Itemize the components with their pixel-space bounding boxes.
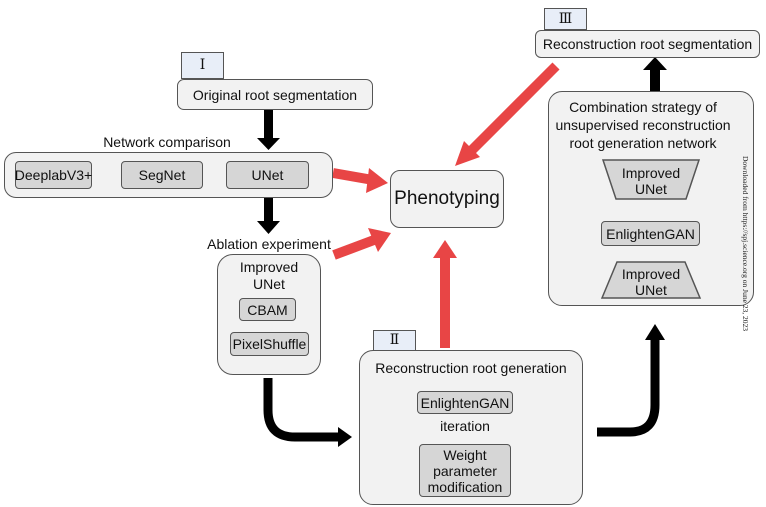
network-comparison-title: Network comparison xyxy=(103,134,231,150)
arrow-original-to-comparison xyxy=(257,110,280,150)
arrow-generation-to-combination xyxy=(597,324,665,437)
generation-enlightengan: EnlightenGAN xyxy=(417,391,513,414)
model-segnet: SegNet xyxy=(121,161,203,189)
download-watermark: Downloaded from https://spj.science.org … xyxy=(741,156,750,332)
combination-title-line2: unsupervised reconstruction xyxy=(555,117,731,133)
reconstruction-root-segmentation-box: Reconstruction root segmentation xyxy=(535,30,760,58)
ablation-experiment-title: Ablation experiment xyxy=(207,236,331,252)
ablation-model-line2: UNet xyxy=(253,276,285,292)
module-cbam: CBAM xyxy=(239,298,296,321)
arrow-combination-to-reconstruction-seg xyxy=(643,57,667,92)
combination-enlightengan: EnlightenGAN xyxy=(601,221,700,246)
top-unet-line1: Improved xyxy=(621,165,681,181)
phenotyping-box: Phenotyping xyxy=(390,170,504,228)
weight-line2: parameter xyxy=(433,462,497,479)
model-deeplabv3: DeeplabV3+ xyxy=(15,161,92,189)
red-arrow-comparison-to-phenotyping xyxy=(332,168,388,193)
red-arrow-reconstruction-seg-to-phenotyping xyxy=(455,62,560,166)
bottom-unet-line1: Improved xyxy=(621,266,681,282)
weight-parameter-modification: Weight parameter modification xyxy=(419,444,511,497)
weight-line1: Weight xyxy=(443,446,487,463)
top-unet-line2: UNet xyxy=(635,181,667,197)
weight-line3: modification xyxy=(427,478,503,495)
stage-two-label: Ⅱ xyxy=(373,330,416,351)
arrow-comparison-to-ablation xyxy=(257,198,280,234)
model-unet: UNet xyxy=(226,161,309,189)
stage-one-label: Ⅰ xyxy=(181,52,224,79)
original-root-segmentation-box: Original root segmentation xyxy=(177,79,373,110)
arrow-ablation-to-generation xyxy=(263,378,352,447)
ablation-model-line1: Improved xyxy=(239,259,299,275)
bottom-unet-line2: UNet xyxy=(635,282,667,298)
module-pixelshuffle: PixelShuffle xyxy=(230,332,309,356)
red-arrow-ablation-to-phenotyping xyxy=(332,228,391,260)
stage-three-label: Ⅲ xyxy=(544,8,587,30)
iteration-label: iteration xyxy=(440,418,490,434)
combination-title-line3: root generation network xyxy=(569,135,717,151)
combination-title-line1: Combination strategy of xyxy=(569,99,717,115)
reconstruction-generation-title: Reconstruction root generation xyxy=(375,360,567,376)
red-arrow-generation-to-phenotyping xyxy=(433,240,457,348)
